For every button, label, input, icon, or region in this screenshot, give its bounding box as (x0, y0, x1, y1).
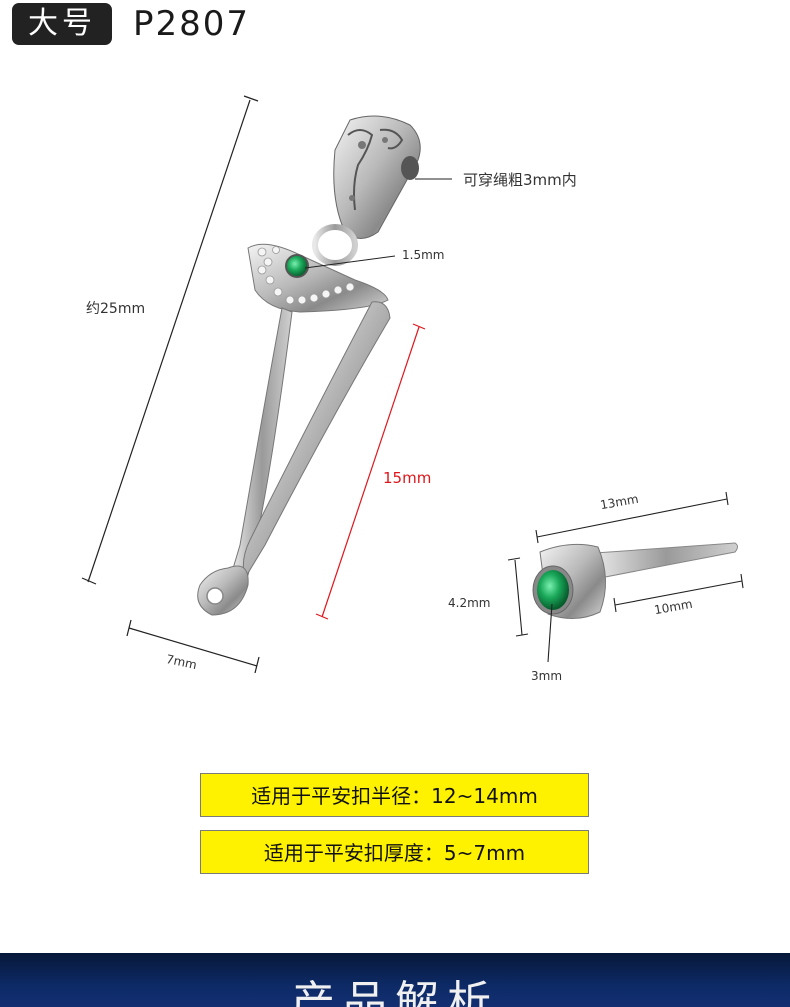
earring-stud (532, 542, 738, 619)
spec-radius: 适用于平安扣半径：12~14mm (200, 773, 589, 817)
total-length-label: 约25mm (86, 301, 146, 317)
model-code: P2807 (133, 4, 251, 44)
earring-dimensions (507, 491, 744, 663)
section-title: 产品解析 (291, 977, 499, 1007)
stone-size-label: 1.5mm (402, 248, 445, 262)
earring-height-label: 4.2mm (448, 596, 491, 610)
bail-note-label: 可穿绳粗3mm内 (463, 171, 577, 189)
product-illustration (81, 95, 744, 674)
inner-length-dimension (315, 323, 426, 620)
width-dimension (126, 619, 260, 674)
section-banner: 产品解析 (0, 953, 790, 1007)
pendant (197, 115, 421, 616)
earring-stone-label: 3mm (531, 669, 563, 683)
spec-thickness: 适用于平安扣厚度：5~7mm (200, 830, 589, 874)
size-badge: 大号 (12, 3, 112, 45)
total-length-dimension (81, 95, 259, 585)
stone-leader (304, 255, 396, 269)
inner-length-label: 15mm (383, 469, 432, 487)
